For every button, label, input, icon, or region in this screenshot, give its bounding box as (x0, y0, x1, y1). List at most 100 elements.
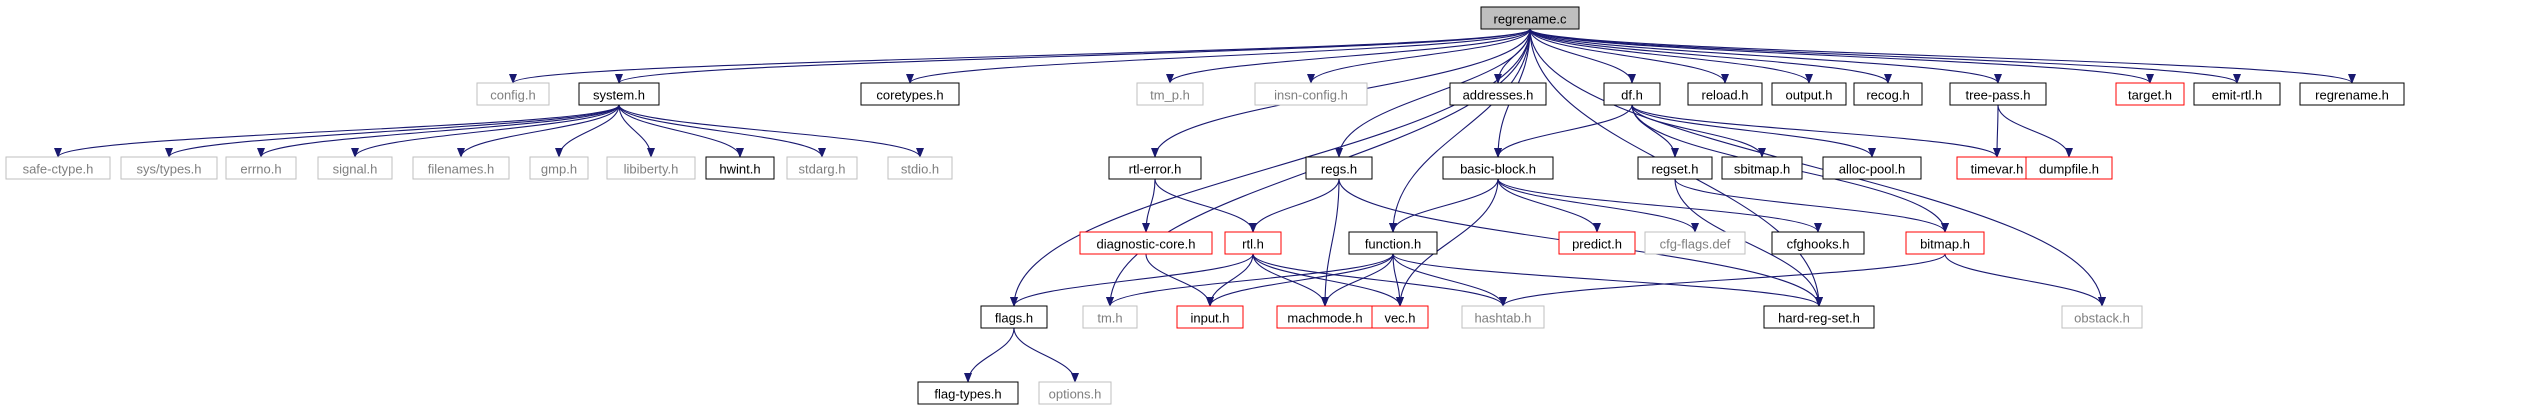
node-alloc-pool-h[interactable]: alloc-pool.h (1822, 156, 1922, 180)
node-label: sbitmap.h (1734, 162, 1790, 177)
node-tm-h: tm.h (1082, 305, 1138, 329)
node-box (860, 82, 960, 106)
edge-root-to-recog_h (1529, 28, 1892, 84)
node-tree-pass-h[interactable]: tree-pass.h (1949, 82, 2047, 106)
node-box (1603, 82, 1661, 106)
node-bitmap-h[interactable]: bitmap.h (1905, 231, 1985, 255)
node-input-h[interactable]: input.h (1176, 305, 1244, 329)
edge-root-to-emit_rtl_h (1529, 28, 2241, 84)
edge-root-to-system_h (615, 28, 1531, 84)
edge-basic_block_h-to-predict_h (1497, 178, 1601, 233)
node-box (578, 82, 660, 106)
node-root[interactable]: regrename.c (1480, 6, 1580, 30)
edge-root-to-obstack_h (1529, 28, 2106, 307)
node-box (1771, 82, 1847, 106)
node-sbitmap-h[interactable]: sbitmap.h (1721, 156, 1803, 180)
edge-flags_h-to-options_h (1013, 327, 1079, 383)
node-label: emit-rtl.h (2212, 88, 2263, 103)
node-label: recog.h (1866, 88, 1909, 103)
node-label: stdarg.h (799, 162, 846, 177)
node-label: addresses.h (1463, 88, 1534, 103)
edge-root-to-tree_pass_h (1529, 28, 2002, 84)
node-output-h[interactable]: output.h (1771, 82, 1847, 106)
node-label: output.h (1786, 88, 1833, 103)
node-box (1644, 231, 1746, 255)
node-flags-h[interactable]: flags.h (980, 305, 1048, 329)
node-addresses-h[interactable]: addresses.h (1449, 82, 1547, 106)
node-basic-block-h[interactable]: basic-block.h (1442, 156, 1554, 180)
node-box (1038, 381, 1112, 405)
node-libiberty-h: libiberty.h (606, 156, 696, 180)
node-insn-config-h: insn-config.h (1254, 82, 1368, 106)
node-target-h[interactable]: target.h (2115, 82, 2185, 106)
node-regrename-h[interactable]: regrename.h (2299, 82, 2405, 106)
node-box (1176, 305, 1244, 329)
node-box (1637, 156, 1713, 180)
edge-flags_h-to-flag_types_h (964, 327, 1015, 383)
node-box (120, 156, 218, 180)
node-coretypes-h[interactable]: coretypes.h (860, 82, 960, 106)
node-label: rtl.h (1242, 237, 1264, 252)
node-box (2299, 82, 2405, 106)
node-dumpfile-h[interactable]: dumpfile.h (2025, 156, 2113, 180)
node-label: config.h (490, 88, 536, 103)
node-regset-h[interactable]: regset.h (1637, 156, 1713, 180)
node-label: input.h (1190, 311, 1229, 326)
node-label: errno.h (240, 162, 281, 177)
node-function-h[interactable]: function.h (1348, 231, 1438, 255)
node-hwint-h[interactable]: hwint.h (705, 156, 775, 180)
edge-function_h-to-machmode_h (1321, 253, 1394, 307)
node-predict-h[interactable]: predict.h (1558, 231, 1636, 255)
edge-df_h-to-alloc_pool_h (1631, 104, 1876, 158)
node-label: vec.h (1384, 311, 1415, 326)
node-label: cfg-flags.def (1660, 237, 1731, 252)
node-stdarg-h: stdarg.h (786, 156, 858, 180)
node-flag-types-h[interactable]: flag-types.h (917, 381, 1019, 405)
node-timevar-h[interactable]: timevar.h (1956, 156, 2038, 180)
node-label: predict.h (1572, 237, 1622, 252)
node-label: regset.h (1652, 162, 1699, 177)
node-box (412, 156, 510, 180)
edge-rtl_error_h-to-diagnostic_core_h (1142, 178, 1156, 233)
node-system-h[interactable]: system.h (578, 82, 660, 106)
node-label: dumpfile.h (2039, 162, 2099, 177)
node-box (1371, 305, 1429, 329)
node-emit-rtl-h[interactable]: emit-rtl.h (2193, 82, 2281, 106)
edge-rtl_h-to-flags_h (1010, 253, 1254, 307)
node-label: safe-ctype.h (23, 162, 94, 177)
node-hard-reg-set-h[interactable]: hard-reg-set.h (1763, 305, 1875, 329)
node-label: hard-reg-set.h (1778, 311, 1860, 326)
node-box (917, 381, 1019, 405)
node-vec-h[interactable]: vec.h (1371, 305, 1429, 329)
node-box (2061, 305, 2143, 329)
edge-regset_h-to-hard_reg_set_h (1674, 178, 1823, 307)
edge-function_h-to-tm_h (1106, 253, 1394, 307)
node-diagnostic-core-h[interactable]: diagnostic-core.h (1079, 231, 1213, 255)
edge-system_h-to-signal_h (351, 104, 620, 158)
edge-df_h-to-timevar_h (1631, 104, 2001, 158)
node-box (1853, 82, 1923, 106)
node-regs-h[interactable]: regs.h (1305, 156, 1373, 180)
edge-root-to-tm_p_h (1166, 28, 1531, 84)
node-reload-h[interactable]: reload.h (1687, 82, 1763, 106)
node-box (1721, 156, 1803, 180)
node-cfghooks-h[interactable]: cfghooks.h (1771, 231, 1865, 255)
node-label: alloc-pool.h (1839, 162, 1906, 177)
node-label: df.h (1621, 88, 1643, 103)
node-box (317, 156, 393, 180)
node-box (980, 305, 1048, 329)
node-df-h[interactable]: df.h (1603, 82, 1661, 106)
node-label: regrename.c (1494, 12, 1567, 27)
nodes-layer: regrename.c config.h system.h coretypes.h tm… (5, 6, 2405, 405)
node-tm-p-h: tm_p.h (1136, 82, 1204, 106)
node-box (225, 156, 297, 180)
node-label: regrename.h (2315, 88, 2389, 103)
node-box (887, 156, 953, 180)
node-recog-h[interactable]: recog.h (1853, 82, 1923, 106)
edge-system_h-to-stdio_h (618, 104, 924, 158)
node-box (1763, 305, 1875, 329)
edge-system_h-to-safe_ctype_h (54, 104, 620, 158)
node-rtl-error-h[interactable]: rtl-error.h (1108, 156, 1202, 180)
node-rtl-h[interactable]: rtl.h (1224, 231, 1282, 255)
node-machmode-h[interactable]: machmode.h (1276, 305, 1374, 329)
